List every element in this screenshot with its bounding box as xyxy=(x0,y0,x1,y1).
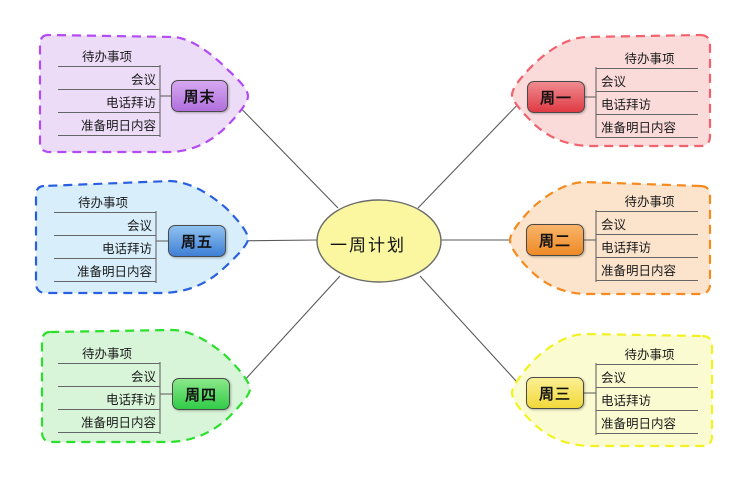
center-node-label: 一周计划 xyxy=(330,236,406,256)
item-friday-1[interactable]: 会议 xyxy=(54,213,156,236)
node-box-tuesday[interactable]: 周二 xyxy=(526,224,584,256)
item-tuesday-1[interactable]: 会议 xyxy=(596,212,698,235)
items-tuesday: 待办事项 会议 电话拜访 准备明日内容 xyxy=(596,189,698,281)
item-thursday-2[interactable]: 电话拜访 xyxy=(58,387,160,410)
item-tuesday-2[interactable]: 电话拜访 xyxy=(596,235,698,258)
item-weekend-0[interactable]: 待办事项 xyxy=(58,44,160,67)
item-wednesday-0[interactable]: 待办事项 xyxy=(596,342,698,365)
item-friday-2[interactable]: 电话拜访 xyxy=(54,236,156,259)
items-friday: 待办事项 会议 电话拜访 准备明日内容 xyxy=(54,190,156,282)
item-monday-1[interactable]: 会议 xyxy=(596,69,698,92)
items-weekend: 待办事项 会议 电话拜访 准备明日内容 xyxy=(58,44,160,136)
items-monday: 待办事项 会议 电话拜访 准备明日内容 xyxy=(596,46,698,138)
item-thursday-1[interactable]: 会议 xyxy=(58,364,160,387)
connector-monday xyxy=(417,96,526,209)
item-monday-0[interactable]: 待办事项 xyxy=(596,46,698,69)
items-thursday: 待办事项 会议 电话拜访 准备明日内容 xyxy=(58,341,160,433)
item-thursday-0[interactable]: 待办事项 xyxy=(58,341,160,364)
item-weekend-2[interactable]: 电话拜访 xyxy=(58,90,160,113)
node-box-monday[interactable]: 周一 xyxy=(527,81,585,113)
item-wednesday-1[interactable]: 会议 xyxy=(596,365,698,388)
item-friday-0[interactable]: 待办事项 xyxy=(54,190,156,213)
connector-wednesday xyxy=(419,275,528,394)
cloud-wednesday xyxy=(510,332,714,448)
connector-thursday xyxy=(231,275,341,395)
item-spine-group xyxy=(155,65,597,435)
item-thursday-3[interactable]: 准备明日内容 xyxy=(58,410,160,433)
node-box-weekend[interactable]: 周末 xyxy=(171,80,228,112)
items-wednesday: 待办事项 会议 电话拜访 准备明日内容 xyxy=(596,342,698,434)
node-box-thursday[interactable]: 周四 xyxy=(172,378,230,410)
cloud-weekend xyxy=(38,33,250,154)
item-friday-3[interactable]: 准备明日内容 xyxy=(54,259,156,282)
cloud-tuesday xyxy=(508,180,712,296)
item-tuesday-0[interactable]: 待办事项 xyxy=(596,189,698,212)
connector-weekend xyxy=(227,94,339,209)
cloud-friday xyxy=(34,179,250,295)
item-weekend-3[interactable]: 准备明日内容 xyxy=(58,113,160,136)
item-wednesday-2[interactable]: 电话拜访 xyxy=(596,388,698,411)
item-monday-3[interactable]: 准备明日内容 xyxy=(596,115,698,138)
cloud-monday xyxy=(510,33,712,148)
node-box-friday[interactable]: 周五 xyxy=(168,225,226,257)
node-box-wednesday[interactable]: 周三 xyxy=(526,377,584,409)
center-node-ellipse[interactable] xyxy=(316,199,442,283)
item-wednesday-3[interactable]: 准备明日内容 xyxy=(596,411,698,434)
item-weekend-1[interactable]: 会议 xyxy=(58,67,160,90)
item-monday-2[interactable]: 电话拜访 xyxy=(596,92,698,115)
item-tuesday-3[interactable]: 准备明日内容 xyxy=(596,258,698,281)
